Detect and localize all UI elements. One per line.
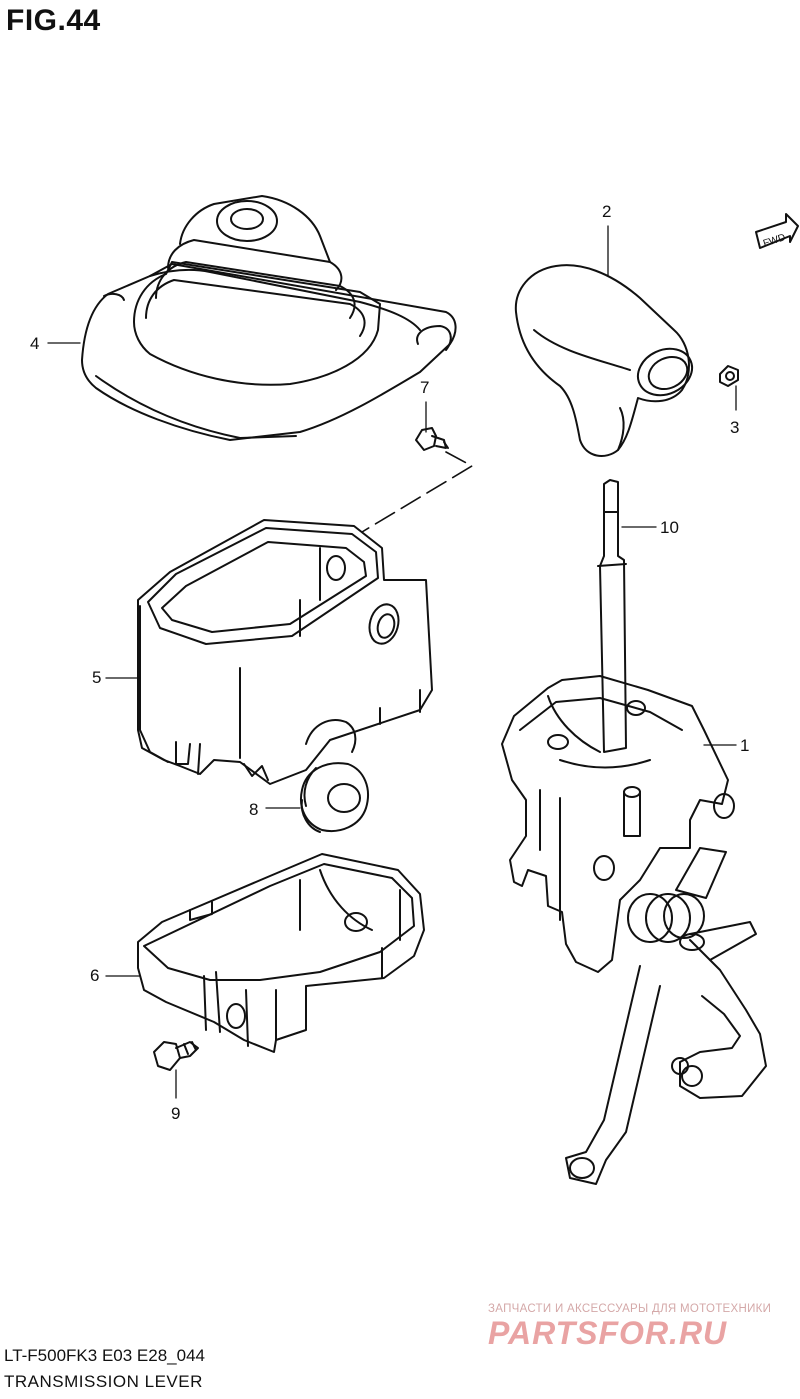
- callout-6: 6: [90, 966, 100, 985]
- part-10-lever-rod: [597, 479, 627, 753]
- figure-title: FIG.44: [6, 4, 101, 37]
- part-4-shift-boot: [81, 195, 457, 441]
- callout-3: 3: [730, 418, 740, 437]
- fwd-direction-badge: FWD: [755, 213, 799, 250]
- part-3-screw: [719, 365, 739, 387]
- part-1-lever-assembly: [501, 675, 767, 1185]
- part-9-flange-bolt: [153, 1041, 199, 1071]
- part-2-shift-knob: [514, 264, 694, 457]
- part-6-lower-tray: [137, 853, 425, 1053]
- part-8-grommet: [300, 762, 369, 833]
- callout-10: 10: [660, 518, 679, 537]
- callout-7: 7: [420, 378, 430, 397]
- callout-8: 8: [249, 800, 259, 819]
- callout-5: 5: [92, 668, 102, 687]
- watermark-tagline: ЗАПЧАСТИ И АКСЕССУАРЫ ДЛЯ МОТОТЕХНИКИ: [488, 1303, 772, 1315]
- callout-2: 2: [602, 202, 612, 221]
- watermark-logo: PARTSFOR.RU: [488, 1315, 728, 1351]
- assembly-dash-line: [361, 451, 473, 533]
- callout-1: 1: [740, 736, 750, 755]
- part-5-upper-cover: [137, 519, 433, 785]
- watermark: ЗАПЧАСТИ И АКСЕССУАРЫ ДЛЯ МОТОТЕХНИКИ PA…: [488, 1303, 788, 1352]
- leader-lines: [47, 225, 737, 1099]
- part-7-bolt: [415, 427, 449, 451]
- callout-4: 4: [30, 334, 40, 353]
- callout-9: 9: [171, 1104, 181, 1123]
- section-name: TRANSMISSION LEVER: [4, 1372, 203, 1391]
- model-code: LT-F500FK3 E03 E28_044: [4, 1346, 205, 1365]
